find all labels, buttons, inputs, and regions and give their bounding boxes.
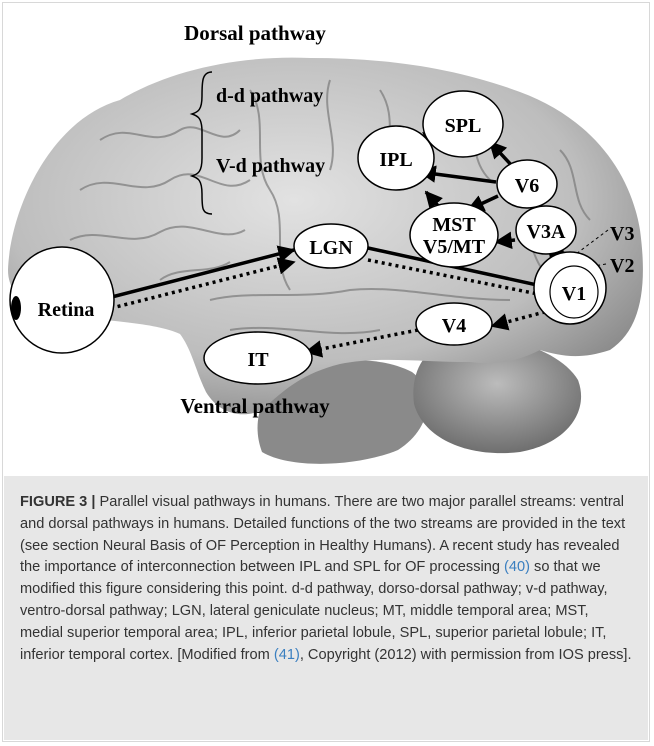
reference-link-41[interactable]: (41): [274, 647, 300, 663]
svg-text:IPL: IPL: [379, 149, 412, 171]
dorsal-pathway-title: Dorsal pathway: [184, 21, 326, 45]
brain-pathways-figure: Dorsal pathway Ventral pathway d-d pathw…: [0, 0, 654, 470]
figure-caption: FIGURE 3 | Parallel visual pathways in h…: [20, 492, 632, 666]
node-v3a: V3A: [516, 206, 576, 254]
node-mst-v5mt: MST V5/MT: [410, 203, 498, 267]
node-v4: V4: [416, 303, 492, 345]
svg-text:V3A: V3A: [527, 221, 566, 243]
node-retina: Retina: [10, 247, 114, 353]
svg-text:MST: MST: [432, 214, 476, 236]
vd-pathway-label: V-d pathway: [216, 155, 325, 177]
v2-label: V2: [610, 255, 634, 277]
arrow-v3a-mt: [496, 240, 515, 242]
node-v6: V6: [497, 160, 557, 208]
reference-link-40[interactable]: (40): [504, 559, 530, 575]
svg-text:V5/MT: V5/MT: [423, 236, 486, 258]
retina-eye-marker: [11, 296, 21, 320]
node-ipl: IPL: [358, 126, 434, 190]
svg-text:V4: V4: [442, 315, 466, 337]
svg-text:IT: IT: [247, 349, 269, 371]
node-v1: V1: [534, 252, 606, 324]
svg-text:Retina: Retina: [38, 299, 95, 321]
svg-text:LGN: LGN: [309, 237, 353, 259]
svg-text:V6: V6: [515, 175, 539, 197]
caption-text-3: , Copyright (2012) with permission from …: [300, 647, 632, 663]
node-lgn: LGN: [294, 224, 368, 268]
v3-label: V3: [610, 223, 634, 245]
node-it: IT: [204, 332, 312, 384]
node-spl: SPL: [423, 91, 503, 157]
caption-lead: FIGURE 3 |: [20, 494, 95, 510]
svg-text:SPL: SPL: [445, 115, 482, 137]
ventral-pathway-title: Ventral pathway: [180, 394, 330, 418]
svg-text:V1: V1: [562, 283, 586, 305]
dd-pathway-label: d-d pathway: [216, 85, 323, 107]
